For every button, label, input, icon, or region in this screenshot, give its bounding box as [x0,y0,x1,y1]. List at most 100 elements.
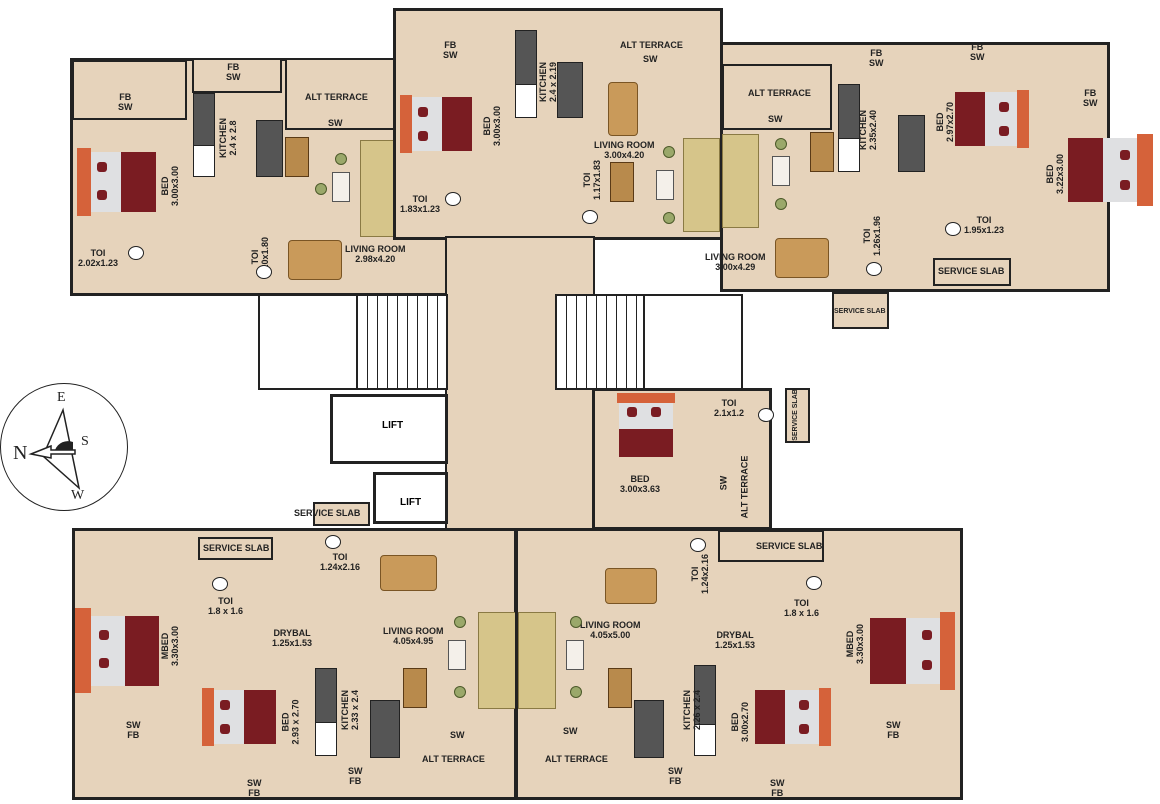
label-alt-terrace-bl: ALT TERRACE [422,754,485,764]
dining-table-bl [380,555,437,591]
coffee-table-tl [332,172,350,202]
label-alt-terrace-tr: ALT TERRACE [748,88,811,98]
sofa-tm [683,138,720,232]
kitchen-counter2-tm [557,62,583,118]
label-service-slab-br: SERVICE SLAB [756,541,823,551]
bed-furniture-tm [400,95,475,153]
plant-icon [335,153,347,165]
label-service-slab-core: SERVICE SLAB [294,508,361,518]
label-lift-1: LIFT [382,420,404,431]
stove-bl [315,722,337,756]
bed-furniture-tr1 [955,90,1030,148]
dining-table-tm [608,82,638,136]
staircase-right [555,294,645,390]
kitchen-counter2-bl [370,700,400,758]
label-sw-tm: SW [643,54,658,64]
label-sw-bl: SW [450,730,465,740]
label-sw-br: SW [563,726,578,736]
bed-furniture-br-mbed [870,612,955,690]
bed-furniture-tr2 [1068,134,1153,206]
label-lift-2: LIFT [400,497,422,508]
stove-tr [838,138,860,172]
dining-table-tr [775,238,829,278]
lift-2 [373,472,448,524]
toilet-icon [582,210,598,224]
plant-icon [454,616,466,628]
armchair-tm [610,162,634,202]
label-alt-terrace-tm: ALT TERRACE [620,40,683,50]
coffee-table-br [566,640,584,670]
toilet-icon [445,192,461,206]
service-slab-tr1 [933,258,1011,286]
armchair-tl [285,137,309,177]
sofa-tl [360,140,397,237]
bed-furniture-bl-mbed [75,608,160,693]
bed-furniture-bl-bed [202,688,280,746]
plant-icon [570,686,582,698]
plant-icon [454,686,466,698]
plant-icon [570,616,582,628]
toilet-icon [256,265,272,279]
toilet-icon [945,222,961,236]
stove-br [694,724,716,756]
label-sw-rm: SW [718,475,729,491]
dining-table-br [605,568,657,604]
armchair-br [608,668,632,708]
service-slab-br [718,530,824,562]
plant-icon [315,183,327,195]
staircase-left [356,294,448,390]
compass-rose: E S N W [0,383,128,511]
label-service-slab-bl: SERVICE SLAB [203,543,270,553]
stair-landing-left [258,294,358,390]
label-alt-terrace-br: ALT TERRACE [545,754,608,764]
toilet-icon [866,262,882,276]
compass-north: N [13,442,28,464]
dining-table-tl [288,240,342,280]
plant-icon [775,198,787,210]
bed-furniture-br-bed [755,688,833,746]
compass-needle-icon [28,407,81,491]
balcony-fb-kitchen-tl [192,58,282,93]
compass-south: S [81,434,89,449]
armchair-bl [403,668,427,708]
compass-east: E [57,390,66,405]
armchair-tr [810,132,834,172]
stair-landing-right [643,294,743,390]
plant-icon [775,138,787,150]
